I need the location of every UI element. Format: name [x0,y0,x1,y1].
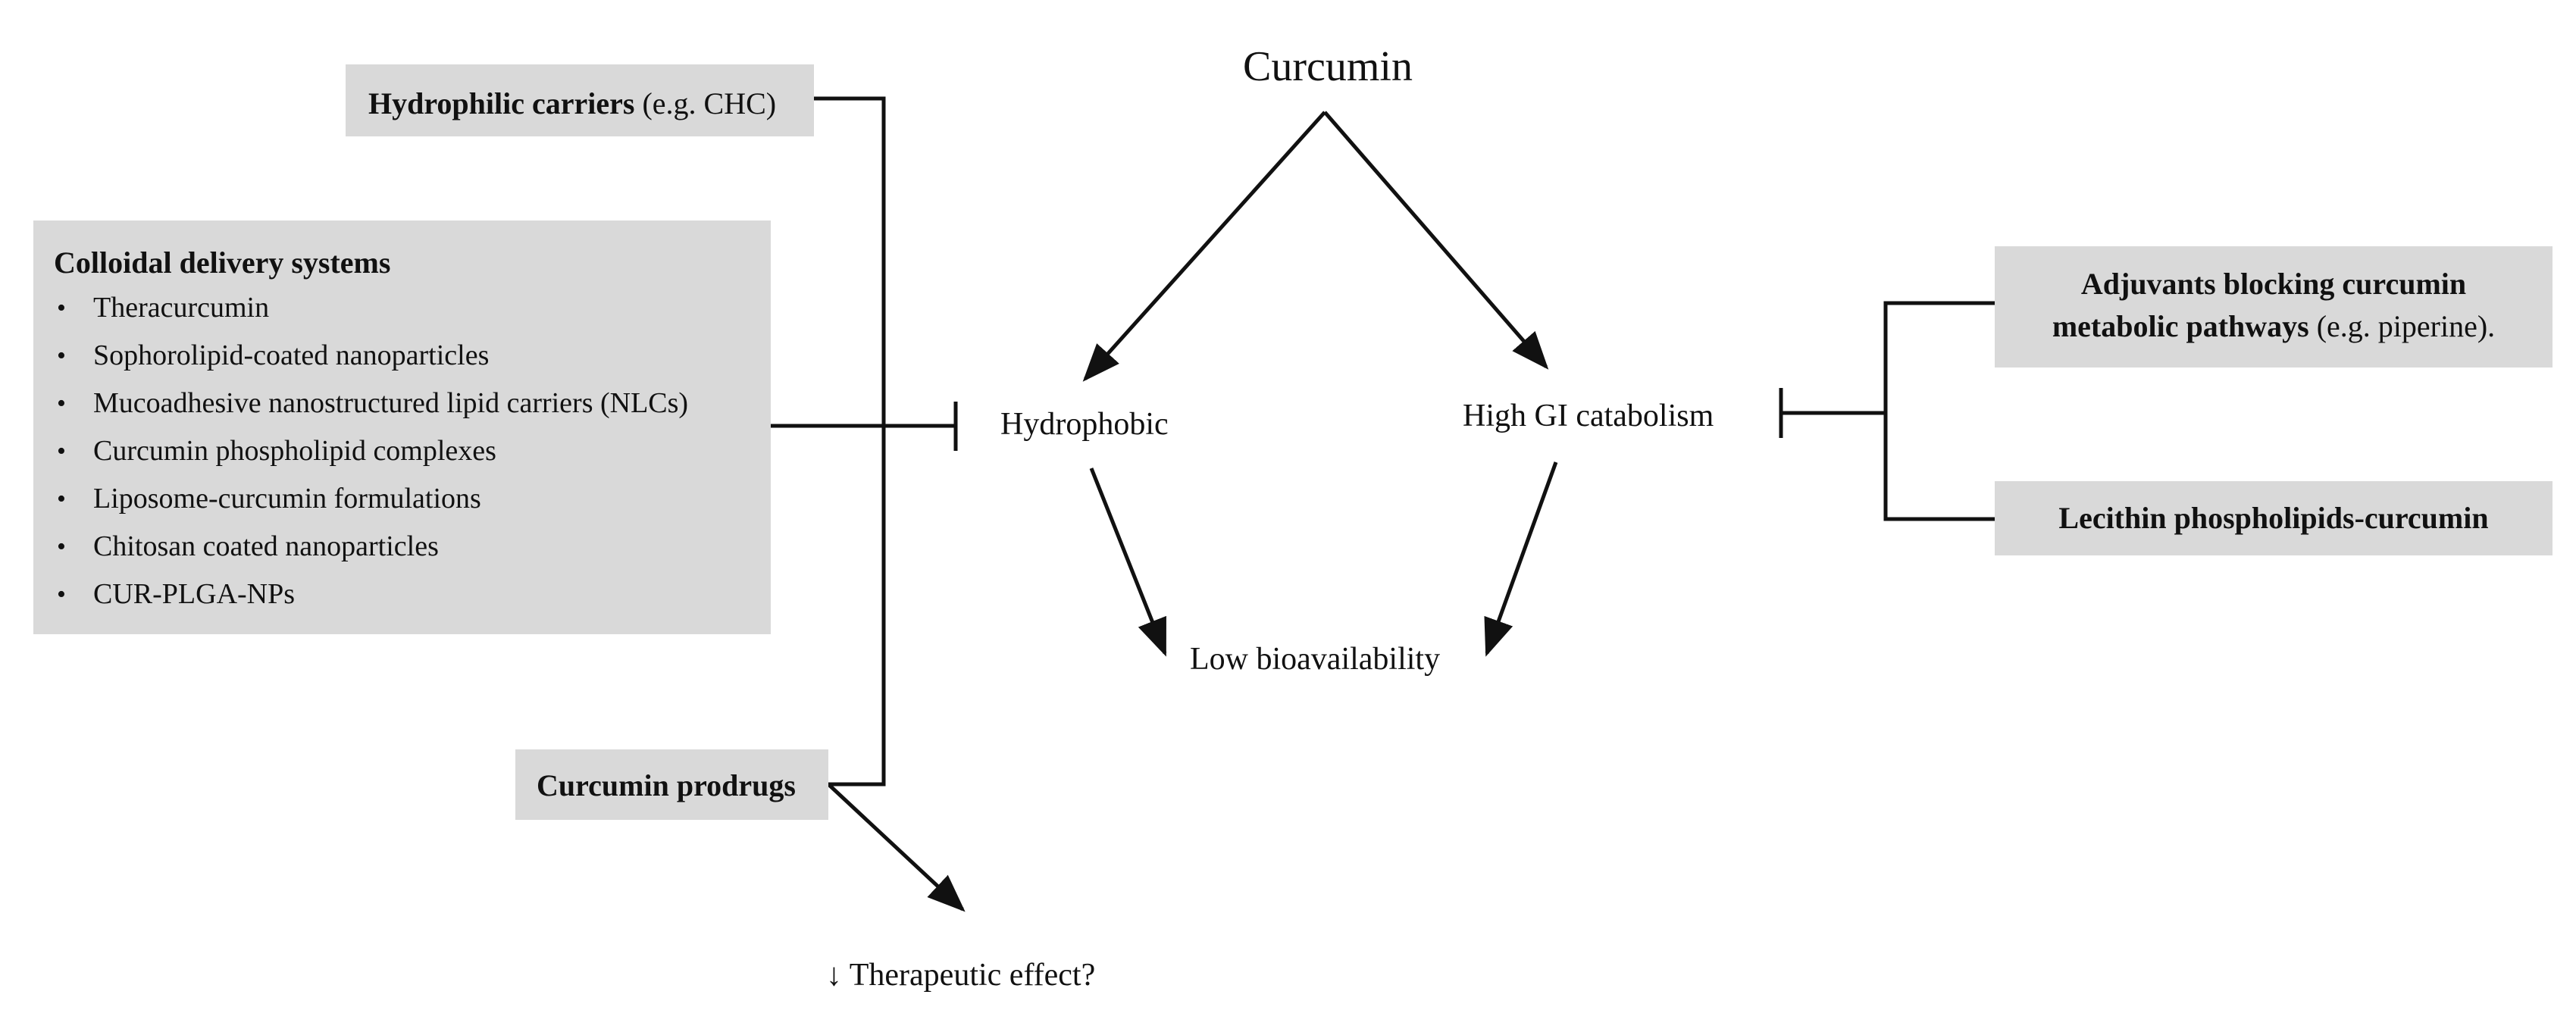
list-item: Mucoadhesive nanostructured lipid carrie… [54,380,771,427]
arrow-prodrugs-to-therapeutic [827,783,966,912]
arrow-high-gi-to-low-bioavailability [1484,461,1558,657]
right-bracket [1883,301,1995,521]
hydrophilic-carriers-title: Hydrophilic carriers [368,86,635,120]
left-bracket [813,96,886,787]
list-item: Curcumin phospholipid complexes [54,427,771,475]
high-gi-catabolism-label: High GI catabolism [1463,399,1714,433]
list-item: Chitosan coated nanoparticles [54,523,771,571]
hydrophilic-carriers-example: (e.g. CHC) [634,86,777,120]
list-item: Theracurcumin [54,284,771,332]
therapeutic-effect-text: Therapeutic effect? [849,958,1096,993]
curcumin-prodrugs-box: Curcumin prodrugs [515,749,828,820]
colloidal-delivery-list: Theracurcumin Sophorolipid-coated nanopa… [54,284,771,618]
colloidal-delivery-title: Colloidal delivery systems [54,246,391,280]
arrow-curcumin-to-hydrophobic [1082,111,1326,382]
hydrophilic-carriers-box: Hydrophilic carriers (e.g. CHC) [346,64,814,136]
list-item: CUR-PLGA-NPs [54,571,771,618]
adjuvants-example: (e.g. piperine). [2308,309,2496,343]
adjuvants-title-line1: Adjuvants blocking curcumin [2080,267,2467,301]
adjuvants-title-line2: metabolic pathways (e.g. piperine). [1995,305,2553,348]
adjuvants-box: Adjuvants blocking curcumin metabolic pa… [1995,246,2553,368]
down-arrow-icon: ↓ [826,958,842,993]
lecithin-box: Lecithin phospholipids-curcumin [1995,481,2553,555]
low-bioavailability-label: Low bioavailability [1190,642,1441,677]
arrow-curcumin-to-high-gi [1323,111,1549,370]
list-item: Sophorolipid-coated nanoparticles [54,332,771,380]
hydrophobic-label: Hydrophobic [1000,407,1169,442]
arrow-hydrophobic-to-low-bioavailability [1089,468,1167,657]
list-item: Liposome-curcumin formulations [54,475,771,523]
curcumin-label: Curcumin [1243,43,1413,90]
adjuvants-title-line2-bold: metabolic pathways [2052,309,2309,343]
colloidal-delivery-box: Colloidal delivery systems Theracurcumin… [33,220,771,634]
therapeutic-effect-label: ↓ Therapeutic effect? [826,956,1095,994]
